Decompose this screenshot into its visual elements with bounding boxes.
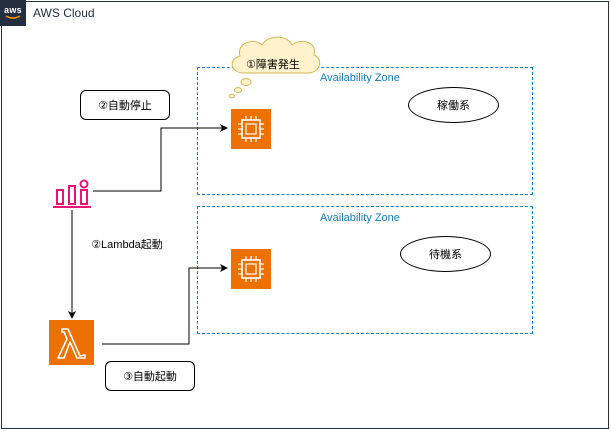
aws-logo-icon: aws	[0, 0, 26, 26]
aws-cloud-title: AWS Cloud	[33, 6, 95, 20]
failure-callout-text: ①障害発生	[246, 59, 300, 71]
step-lambda-start: ②Lambda起動	[91, 239, 163, 251]
availability-zone-standby	[197, 206, 533, 334]
arrow-lambda-to-standby-ec2	[102, 264, 228, 345]
failure-callout-cloud	[229, 36, 321, 99]
lambda-icon	[49, 320, 94, 365]
aws-logo-text: aws	[4, 5, 22, 15]
ec2-standby-icon	[231, 249, 271, 289]
arrow-cloudwatch-to-active-ec2	[93, 124, 228, 192]
cloudwatch-icon	[53, 179, 91, 208]
availability-zone-standby-label: Availability Zone	[320, 212, 400, 224]
step-auto-start: ③自動起動	[105, 361, 195, 391]
availability-zone-active-label: Availability Zone	[320, 72, 400, 84]
active-system-label: 稼働系	[408, 87, 499, 123]
standby-system-label: 待機系	[400, 236, 491, 272]
ec2-active-icon	[231, 109, 271, 149]
availability-zone-active	[197, 67, 533, 195]
aws-smile-icon	[5, 15, 21, 19]
step-auto-stop: ②自動停止	[80, 90, 170, 120]
